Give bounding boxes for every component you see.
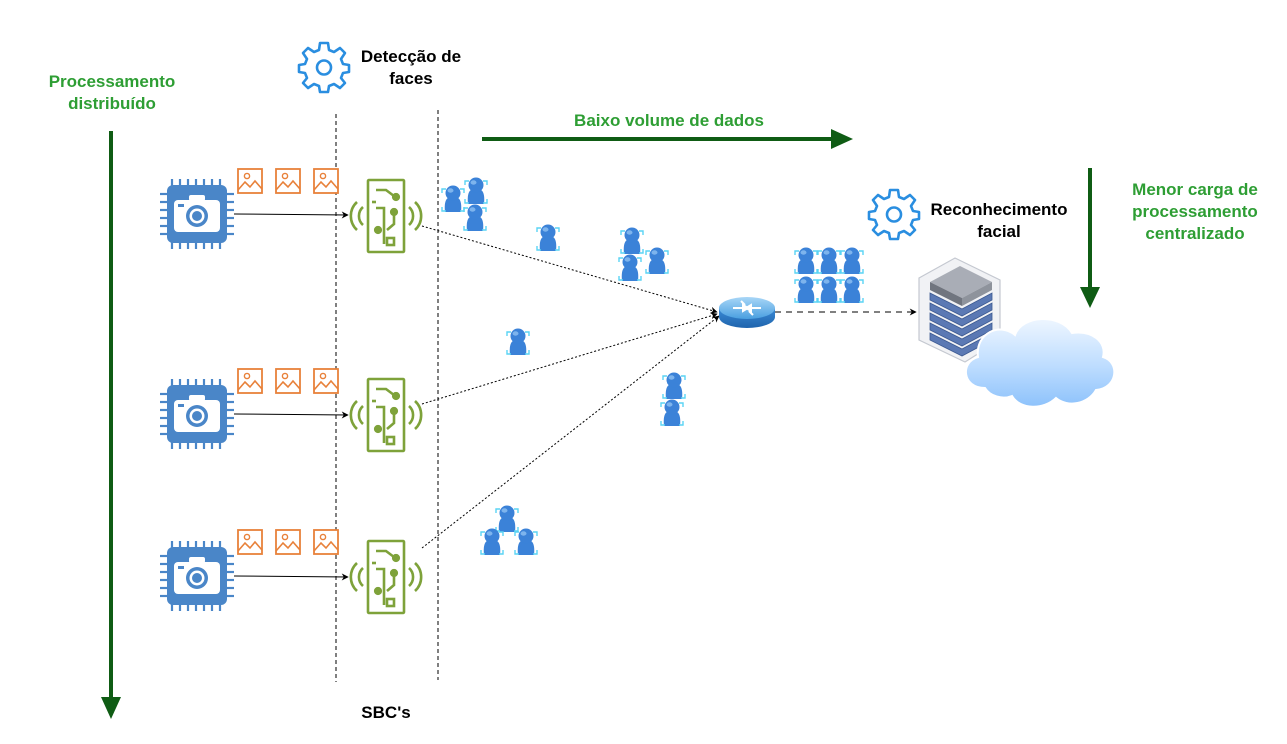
- sbc-board-icon: [349, 178, 423, 254]
- face-icon: [840, 246, 864, 275]
- image-icon: [313, 368, 339, 394]
- face-icon: [480, 527, 504, 556]
- face-icon: [817, 246, 841, 275]
- face-icon: [660, 398, 684, 427]
- camera-chip-icon: [158, 177, 236, 251]
- face-icon: [495, 504, 519, 533]
- sbc-to-router-link: [421, 225, 718, 314]
- face-icon: [463, 203, 487, 232]
- camera-chip-icon: [158, 539, 236, 613]
- image-icon: [237, 368, 263, 394]
- face-icon: [645, 246, 669, 275]
- image-icon: [275, 168, 301, 194]
- distributed-processing-label: Processamento distribuído: [48, 72, 176, 113]
- camera-to-sbc-arrow: [233, 573, 349, 581]
- centralized-load-label: Menor carga de processamento centralizad…: [1132, 180, 1258, 243]
- low-volume-arrow: [482, 129, 853, 149]
- distributed-processing-arrow: [101, 131, 121, 719]
- sbcs-label: SBC's: [361, 703, 411, 722]
- camera-to-sbc-arrow: [233, 211, 349, 219]
- image-icon: [275, 529, 301, 555]
- face-icon: [662, 371, 686, 400]
- face-icon: [618, 253, 642, 282]
- face-icon: [536, 223, 560, 252]
- face-detection-label: Detecção de faces: [360, 47, 462, 88]
- low-volume-label: Baixo volume de dados: [574, 111, 764, 130]
- face-recognition-label: Reconhecimento facial: [930, 200, 1068, 241]
- face-icon: [464, 176, 488, 205]
- image-icon: [237, 168, 263, 194]
- face-icon: [794, 275, 818, 304]
- gear-icon: [297, 41, 351, 94]
- sbc-to-router-link: [421, 312, 718, 405]
- face-icon: [506, 327, 530, 356]
- gear-icon: [867, 188, 921, 241]
- face-icon: [514, 527, 538, 556]
- face-icon: [840, 275, 864, 304]
- router-icon: [719, 297, 775, 328]
- centralized-load-arrow: [1080, 168, 1100, 308]
- face-icon: [794, 246, 818, 275]
- camera-chip-icon: [158, 377, 236, 451]
- sbc-board-icon: [349, 539, 423, 615]
- sbc-board-icon: [349, 377, 423, 453]
- face-icon: [817, 275, 841, 304]
- image-icon: [275, 368, 301, 394]
- cloud-icon: [964, 318, 1116, 408]
- camera-to-sbc-arrow: [233, 411, 349, 419]
- sbc-to-router-link: [421, 315, 720, 549]
- image-icon: [237, 529, 263, 555]
- image-icon: [313, 529, 339, 555]
- face-icon: [620, 226, 644, 255]
- image-icon: [313, 168, 339, 194]
- face-icon: [441, 184, 465, 213]
